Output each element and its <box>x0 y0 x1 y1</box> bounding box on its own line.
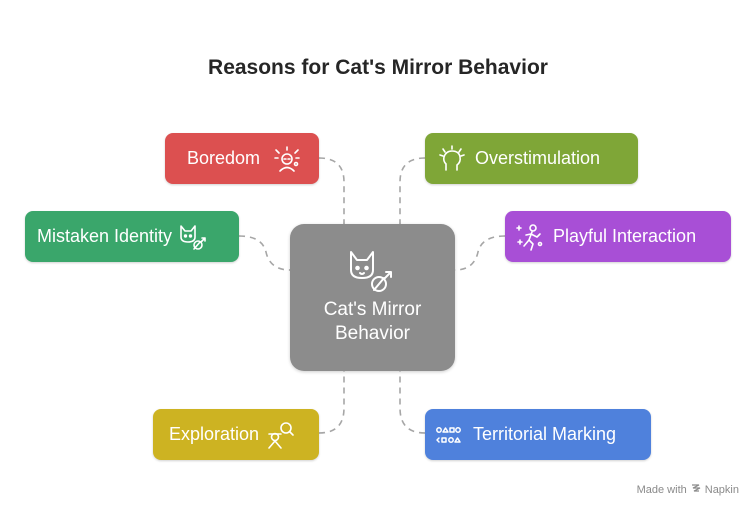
node-exploration-label: Exploration <box>169 424 260 444</box>
cat-gender-icon <box>178 222 208 252</box>
playful-figure-icon <box>515 222 545 252</box>
node-playful-interaction-label: Playful Interaction <box>553 226 697 246</box>
connector-boredom <box>318 157 345 224</box>
footer-brand: Napkin <box>704 483 739 496</box>
node-territorial-marking-label: Territorial Marking <box>473 424 617 444</box>
connector-overstimulation <box>399 157 426 224</box>
connector-territorial-marking <box>399 371 426 434</box>
cat-with-mars-symbol-icon <box>345 244 397 296</box>
stressed-head-icon <box>437 144 467 174</box>
bored-face-icon <box>272 144 302 174</box>
center-label: Cat's Mirror Behavior <box>290 298 455 346</box>
center-node: Cat's Mirror Behavior <box>290 224 455 371</box>
napkin-logo-icon <box>691 483 701 496</box>
node-boredom-label: Boredom <box>187 148 261 168</box>
footer-text: Made with <box>636 483 687 496</box>
node-mistaken-identity-label: Mistaken Identity <box>37 226 173 246</box>
node-overstimulation: Overstimulation <box>425 133 638 184</box>
node-boredom: Boredom <box>165 133 319 184</box>
footer-attribution[interactable]: Made with Napkin <box>637 483 739 496</box>
connector-playful-interaction <box>454 235 506 271</box>
node-overstimulation-label: Overstimulation <box>475 148 601 168</box>
node-mistaken-identity: Mistaken Identity <box>25 211 239 262</box>
shapes-pattern-icon <box>435 420 465 450</box>
center-label-line2: Behavior <box>335 323 410 344</box>
node-playful-interaction: Playful Interaction <box>505 211 731 262</box>
explorer-magnifier-icon <box>265 420 295 450</box>
node-exploration: Exploration <box>153 409 319 460</box>
diagram-title: Reasons for Cat's Mirror Behavior <box>208 56 548 79</box>
connector-mistaken-identity <box>238 235 291 271</box>
connector-exploration <box>318 371 345 434</box>
center-label-line1: Cat's Mirror <box>323 299 422 320</box>
node-territorial-marking: Territorial Marking <box>425 409 651 460</box>
